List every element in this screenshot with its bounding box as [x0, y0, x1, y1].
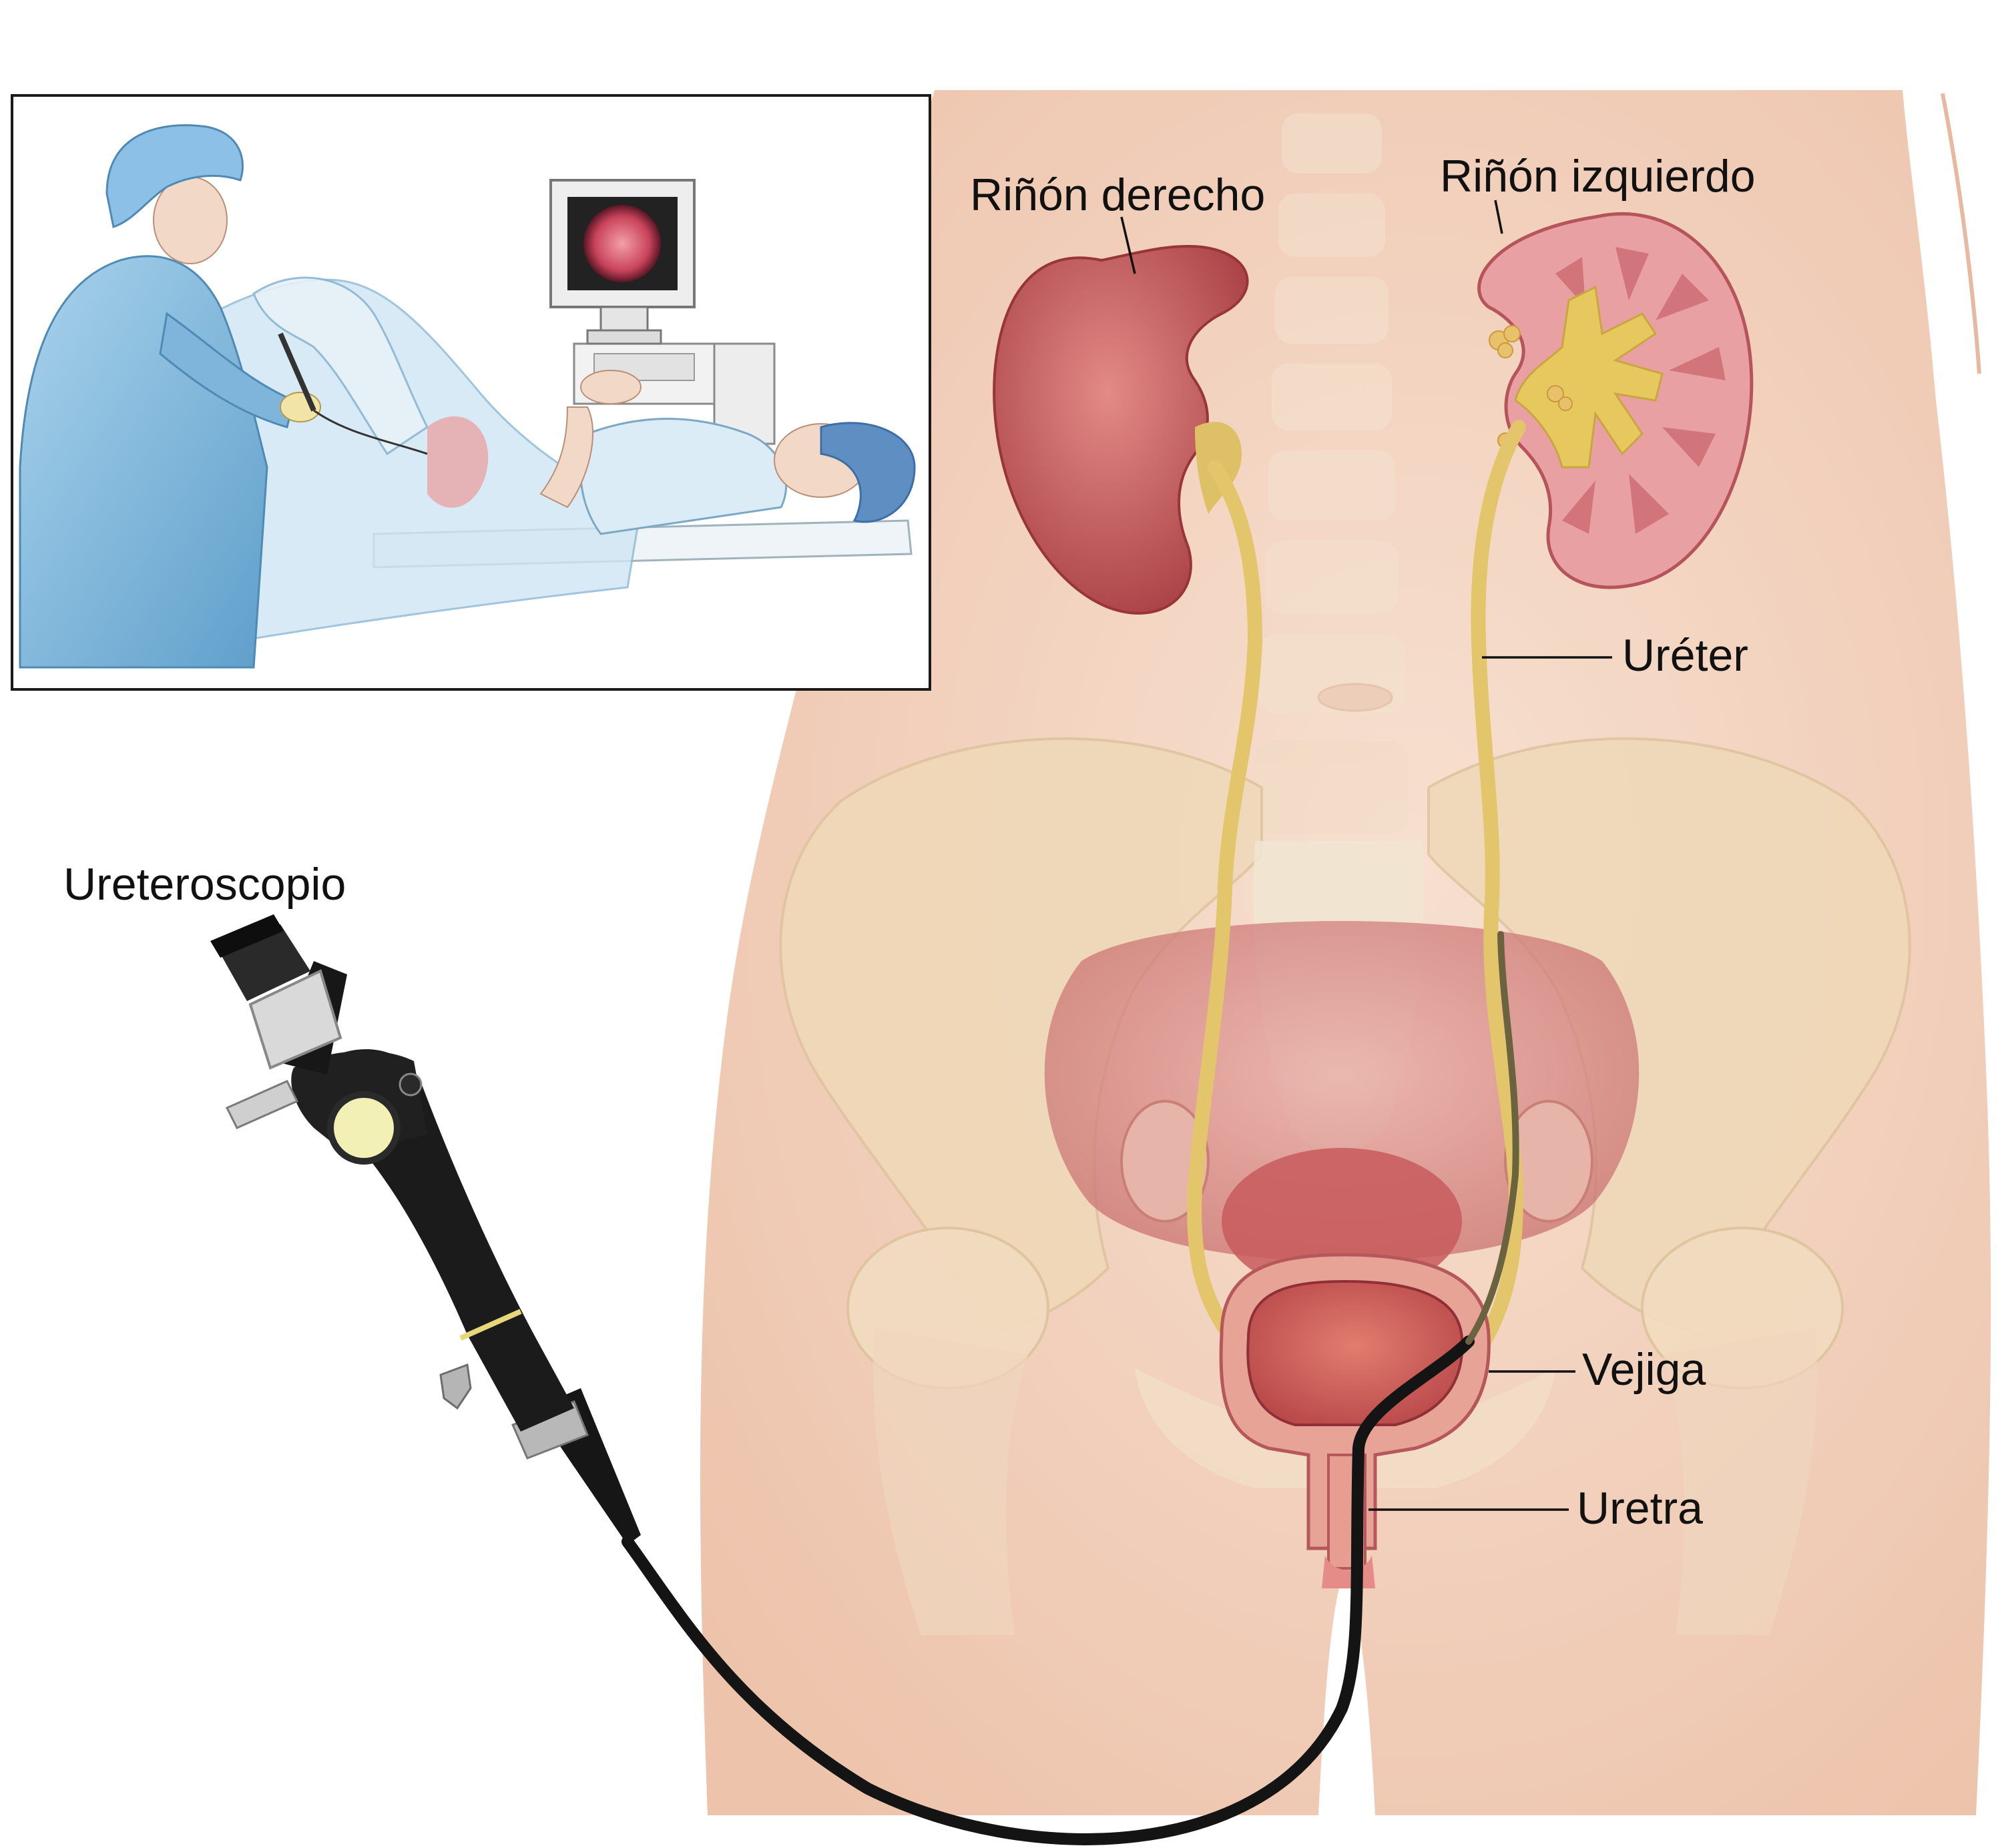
- pubic-symphysis: [1135, 1368, 1555, 1488]
- right-femur: [873, 1328, 1028, 1635]
- ureteroscope-light-port: [327, 1091, 401, 1165]
- patient-arm: [539, 406, 593, 509]
- monitor-cart: [573, 342, 776, 445]
- surgeon: [19, 124, 428, 669]
- patient-cap: [820, 422, 916, 523]
- patient-hands: [580, 370, 642, 404]
- monitor: [549, 179, 696, 345]
- ureteroscope-eyecup: [210, 914, 284, 958]
- ureteroscope-focus-ring: [248, 969, 342, 1070]
- monitor-screen: [583, 205, 661, 282]
- patient-leg: [252, 276, 429, 456]
- inset-scope-cable: [313, 409, 428, 455]
- ureters: [1187, 420, 1526, 1385]
- inset-scope: [278, 332, 316, 412]
- leader-left-kidney: [1494, 200, 1503, 234]
- ureteroscope: [210, 914, 1519, 1845]
- leader-right-kidney: [1120, 216, 1136, 274]
- label-bladder: Vejiga: [1582, 1344, 1706, 1395]
- label-urethra: Uretra: [1577, 1483, 1703, 1534]
- label-ureteroscope: Ureteroscopio: [63, 859, 346, 910]
- ureteroscope-cable: [621, 1335, 1475, 1845]
- right-ovary: [1120, 1100, 1210, 1223]
- left-femur: [1662, 1328, 1817, 1635]
- ureteroscope-tip: [1465, 931, 1519, 1345]
- patient-pelvis-overlay: [427, 416, 489, 508]
- right-ureter: [1187, 460, 1282, 1382]
- label-left-kidney: Riñón izquierdo: [1440, 151, 1756, 202]
- ureteroscope-yellow-band: [459, 1309, 522, 1341]
- ureteroscope-stopcock: [439, 1363, 472, 1410]
- ureteroscope-side-valve: [225, 1080, 299, 1129]
- arm-outline: [1941, 93, 1981, 374]
- left-ovary: [1504, 1100, 1593, 1223]
- left-kidney: [1477, 212, 1754, 589]
- surgeon-cap: [105, 124, 244, 228]
- surgeon-face: [153, 176, 228, 264]
- right-kidney: [993, 245, 1249, 615]
- procedure-inset: [11, 94, 931, 691]
- labels: Riñón derecho Riñón izquierdo Uréter Vej…: [63, 151, 1756, 1534]
- label-right-kidney: Riñón derecho: [970, 170, 1265, 220]
- label-ureter: Uréter: [1622, 630, 1748, 681]
- left-ureter: [1435, 420, 1526, 1385]
- ureteroscope-knob: [399, 1072, 423, 1097]
